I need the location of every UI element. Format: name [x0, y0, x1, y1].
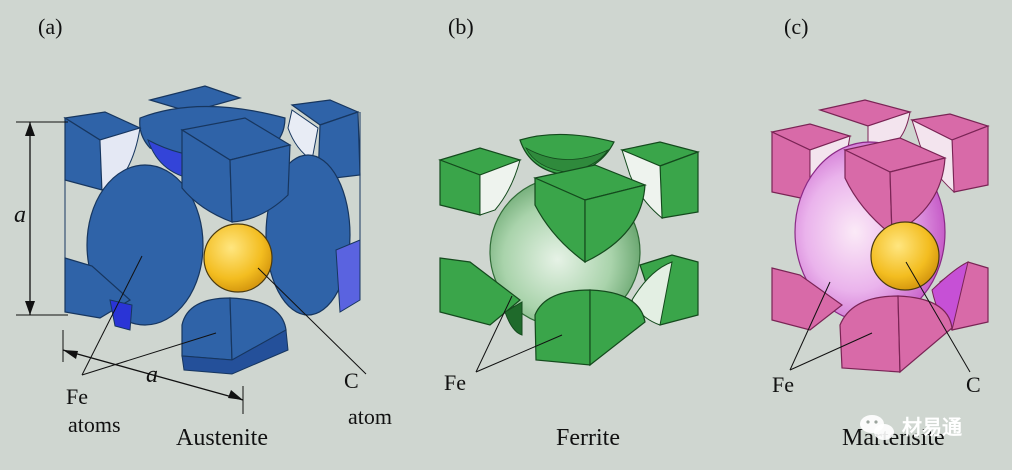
fe-atom — [181, 297, 233, 361]
panel-austenite: (a) — [14, 14, 392, 451]
fe-atom-shade — [525, 147, 610, 173]
leader-line — [257, 267, 367, 375]
fe-atom-face-left — [86, 164, 204, 326]
panel-letter: (c) — [784, 14, 808, 39]
fe-atom-shade — [504, 301, 523, 336]
arrowhead — [25, 122, 35, 136]
label-c: C — [966, 372, 981, 397]
watermark: 材易通 — [860, 415, 962, 440]
fe-atom-shadow — [109, 299, 133, 331]
dimension-label-horizontal: a — [146, 362, 158, 388]
leader-line — [475, 295, 513, 373]
watermark-text: 材易通 — [902, 415, 962, 439]
leader-line — [789, 332, 873, 371]
panel-martensite: (c) Fe C Martensite — [770, 14, 990, 451]
panel-name: Austenite — [176, 425, 268, 451]
leader-line — [81, 332, 217, 376]
carbon-atom — [870, 221, 940, 291]
arrowhead — [25, 301, 35, 315]
panel-letter: (a) — [38, 14, 62, 39]
leader-line — [81, 255, 143, 376]
wechat-icon — [860, 415, 894, 440]
fe-atom-face-right-shadow — [335, 239, 361, 313]
fe-atom — [584, 184, 646, 263]
dimension-line-horizontal — [62, 349, 244, 401]
leader-line — [905, 261, 971, 373]
arrowhead — [228, 390, 243, 400]
arrowhead — [63, 350, 78, 359]
label-fe: Fe — [66, 384, 88, 409]
panel-name: Ferrite — [556, 425, 620, 451]
dimension-label-vertical: a — [14, 202, 26, 228]
fe-atom — [897, 295, 953, 374]
label-fe: Fe — [444, 370, 466, 395]
label-fe: Fe — [772, 372, 794, 397]
fe-atom — [589, 289, 646, 367]
fe-atom — [229, 144, 291, 223]
carbon-atom — [203, 223, 273, 293]
label-c: C — [344, 368, 359, 393]
label-atoms: atoms — [68, 412, 121, 437]
fe-atom-bottom — [181, 329, 289, 375]
label-atom: atom — [348, 404, 392, 429]
panel-letter: (b) — [448, 14, 474, 39]
leader-line — [475, 334, 563, 373]
fe-atom — [771, 267, 844, 331]
fe-atom-inner-face — [479, 159, 521, 216]
panel-ferrite: (b) Fe Ferrite — [438, 14, 700, 451]
leader-line — [789, 281, 831, 371]
